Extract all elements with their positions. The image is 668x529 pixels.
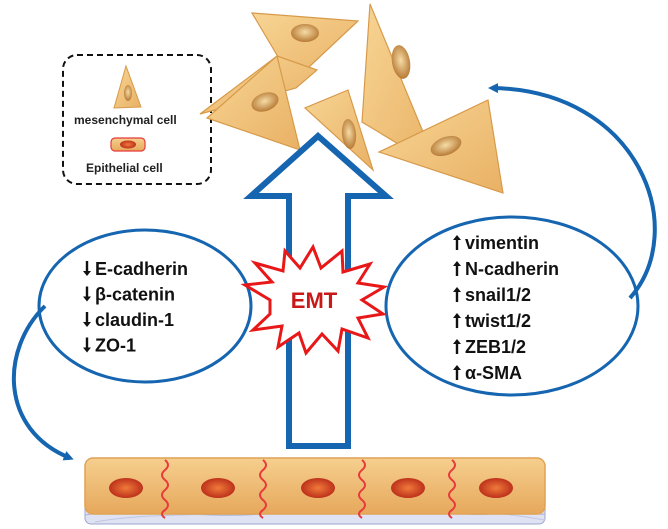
legend-epithelial-icon <box>110 137 146 152</box>
upregulated-marker-item: α-SMA <box>453 363 522 383</box>
epithelial-cell <box>301 478 335 498</box>
emt-burst: EMT <box>240 243 389 356</box>
downregulated-marker-item: ZO-1 <box>83 336 136 356</box>
mesenchymal-cell <box>377 99 504 194</box>
upregulated-markers-ellipse <box>384 215 640 397</box>
mesenchymal-cell <box>250 12 360 83</box>
downregulated-markers-ellipse <box>37 228 253 384</box>
up-arrow-icon <box>453 260 461 276</box>
down-arrow-icon <box>83 286 91 302</box>
upregulated-marker-item: vimentin <box>453 233 539 253</box>
legend-mesenchymal-icon <box>113 64 142 109</box>
upregulated-marker-label: N-cadherin <box>465 259 559 279</box>
epithelial-cell <box>109 478 143 498</box>
downregulated-marker-list: E-cadherin β-catenin claudin-1ZO-1 <box>83 259 188 356</box>
cell-junction <box>358 459 366 519</box>
curved-arrow-to-epithelium <box>11 304 74 461</box>
epithelial-cell <box>201 478 235 498</box>
up-arrow-icon <box>453 312 461 328</box>
downregulated-marker-label: E-cadherin <box>95 259 188 279</box>
mesenchymal-cell <box>303 89 375 172</box>
upregulated-marker-label: snail1/2 <box>465 285 531 305</box>
downregulated-marker-label: β-catenin <box>95 285 175 305</box>
upregulated-marker-label: vimentin <box>465 233 539 253</box>
downregulated-marker-item: claudin-1 <box>83 310 174 330</box>
legend-box: mesenchymal cell Epithelial cell <box>62 54 212 185</box>
emt-label: EMT <box>291 288 338 313</box>
up-arrow-icon <box>453 234 461 250</box>
downregulated-marker-label: ZO-1 <box>95 336 136 356</box>
mesenchymal-cells <box>199 3 504 194</box>
downregulated-marker-item: β-catenin <box>83 285 175 305</box>
cell-junction <box>448 459 456 519</box>
up-arrow-icon <box>453 364 461 380</box>
epithelial-cell-layer <box>84 457 546 519</box>
epithelial-cell <box>479 478 513 498</box>
upregulated-marker-label: ZEB1/2 <box>465 337 526 357</box>
down-arrow-icon <box>83 260 91 276</box>
down-arrow-icon <box>83 337 91 353</box>
upregulated-marker-item: snail1/2 <box>453 285 531 305</box>
upregulated-marker-item: ZEB1/2 <box>453 337 526 357</box>
upregulated-marker-label: twist1/2 <box>465 311 531 331</box>
mesenchymal-cell <box>199 54 319 151</box>
epithelial-cell <box>391 478 425 498</box>
cell-junction <box>259 459 267 519</box>
legend-mesenchymal-label: mesenchymal cell <box>74 113 177 127</box>
upregulated-marker-item: N-cadherin <box>453 259 559 279</box>
upregulated-marker-label: α-SMA <box>465 363 522 383</box>
legend-epithelial-label: Epithelial cell <box>86 161 163 175</box>
curved-arrow-to-mesenchymal <box>488 83 657 300</box>
downregulated-marker-label: claudin-1 <box>95 310 174 330</box>
downregulated-marker-item: E-cadherin <box>83 259 188 279</box>
up-arrow-icon <box>453 338 461 354</box>
down-arrow-icon <box>83 311 91 327</box>
up-arrow-icon <box>453 286 461 302</box>
upregulated-marker-item: twist1/2 <box>453 311 531 331</box>
cell-junction <box>161 459 169 519</box>
